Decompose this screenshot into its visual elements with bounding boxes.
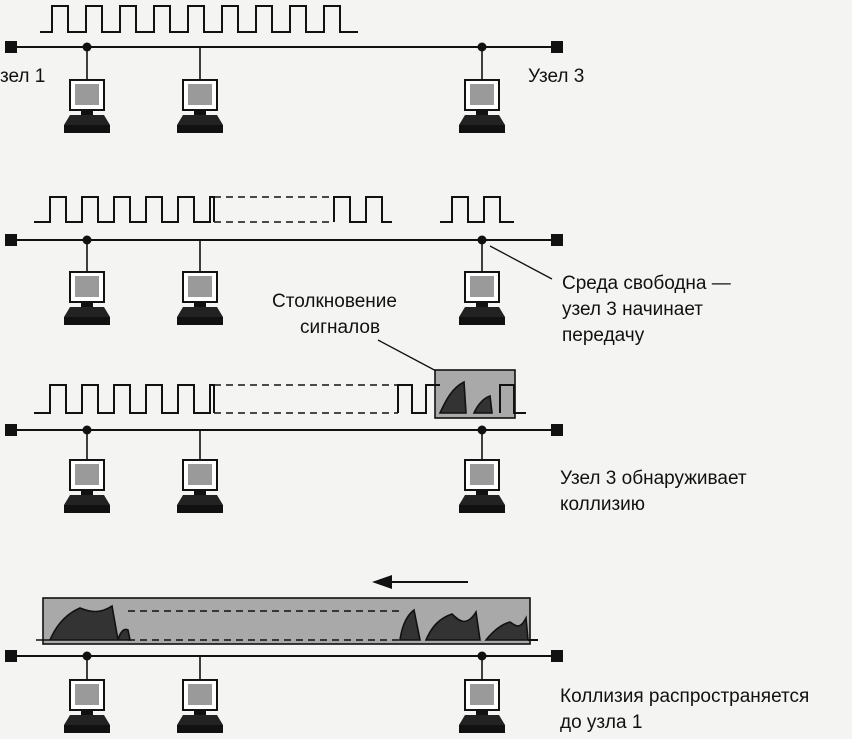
stage-2-signal-tail — [333, 196, 392, 223]
detects-collision-label-line-1: Узел 3 обнаруживает — [560, 468, 747, 489]
stage-4-left-waveform — [36, 604, 131, 641]
collision-label-line-2: сигналов — [300, 317, 380, 338]
collision-label-line-1: Столкновение — [272, 291, 397, 312]
computer-icon — [64, 679, 110, 733]
computer-icon — [459, 459, 505, 513]
computer-icon — [64, 79, 110, 133]
collision-leader-line — [377, 339, 441, 374]
computer-icon — [177, 79, 223, 133]
stage-3-terminator-left — [5, 424, 17, 436]
stage-4-right-waveform — [399, 608, 529, 641]
node-1-label: зел 1 — [0, 66, 45, 87]
detects-collision-label-line-2: коллизию — [560, 494, 645, 515]
collision-waveform — [438, 380, 493, 414]
propagation-arrow — [372, 575, 468, 589]
stage-3: Столкновение сигналов — [5, 291, 747, 515]
stage-1-signal — [40, 5, 358, 33]
computer-icon — [64, 271, 110, 325]
propagation-label-line-1: Коллизия распространяется — [560, 686, 809, 707]
stage-4-terminator-left — [5, 650, 17, 662]
stage-3-signal-tail — [499, 384, 526, 414]
stage-2-signal-node-3 — [440, 196, 514, 223]
media-free-label-line-2: узел 3 начинает — [562, 299, 703, 320]
stage-1-terminator-left — [5, 41, 17, 53]
stage-2: Среда свободна — узел 3 начинает передач… — [5, 196, 731, 346]
stage-1: зел 1 Узел 3 — [0, 5, 584, 133]
node-3-label: Узел 3 — [528, 66, 584, 87]
computer-icon — [459, 271, 505, 325]
computer-icon — [64, 459, 110, 513]
computer-icon — [177, 459, 223, 513]
stage-3-signal-mid — [397, 384, 440, 414]
stage-3-terminator-right — [551, 424, 563, 436]
media-free-label-line-3: передачу — [562, 325, 645, 346]
computer-icon — [177, 679, 223, 733]
computer-icon — [459, 679, 505, 733]
stage-4: Коллизия распространяется до узла 1 — [5, 575, 809, 733]
stage-3-signal-node-1 — [34, 384, 215, 414]
stage-4-terminator-right — [551, 650, 563, 662]
media-free-label-line-1: Среда свободна — — [562, 273, 731, 294]
stage-1-terminator-right — [551, 41, 563, 53]
stage-2-terminator-right — [551, 234, 563, 246]
stage-2-annotation-leader — [489, 245, 553, 280]
propagation-label-line-2: до узла 1 — [560, 712, 642, 733]
computer-icon — [177, 271, 223, 325]
computer-icon — [459, 79, 505, 133]
stage-2-terminator-left — [5, 234, 17, 246]
stage-2-signal-node-1 — [34, 196, 215, 223]
